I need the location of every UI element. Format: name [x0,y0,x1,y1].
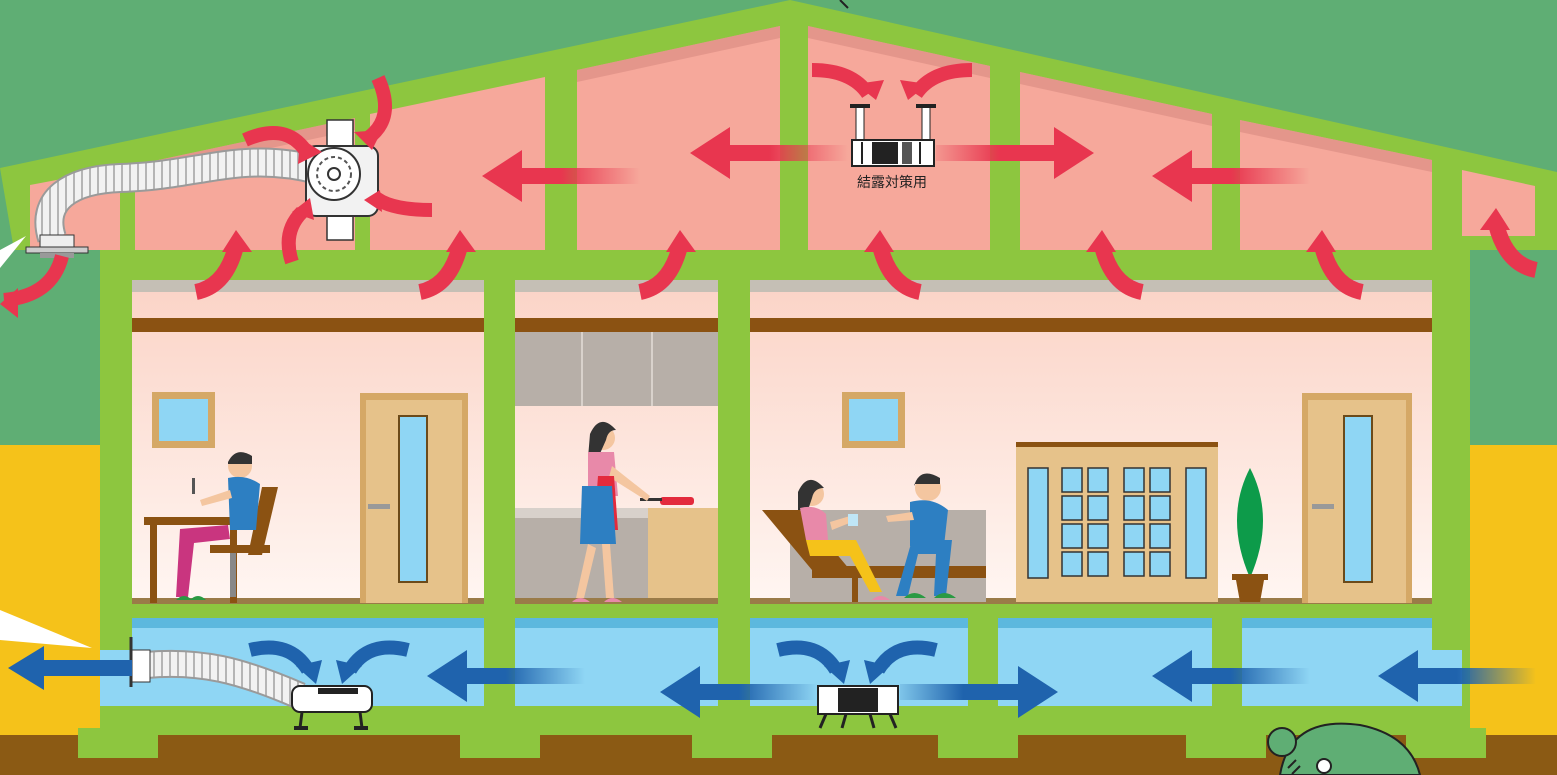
right-ground [1455,445,1557,735]
desk [144,517,244,525]
ceiling-beam [132,318,484,332]
left-ground [0,445,110,735]
condensation-device-label: 結露対策用 [857,174,927,190]
kitchen-cabinets [515,332,718,406]
living-floor [132,280,1432,604]
frying-pan [660,497,694,505]
